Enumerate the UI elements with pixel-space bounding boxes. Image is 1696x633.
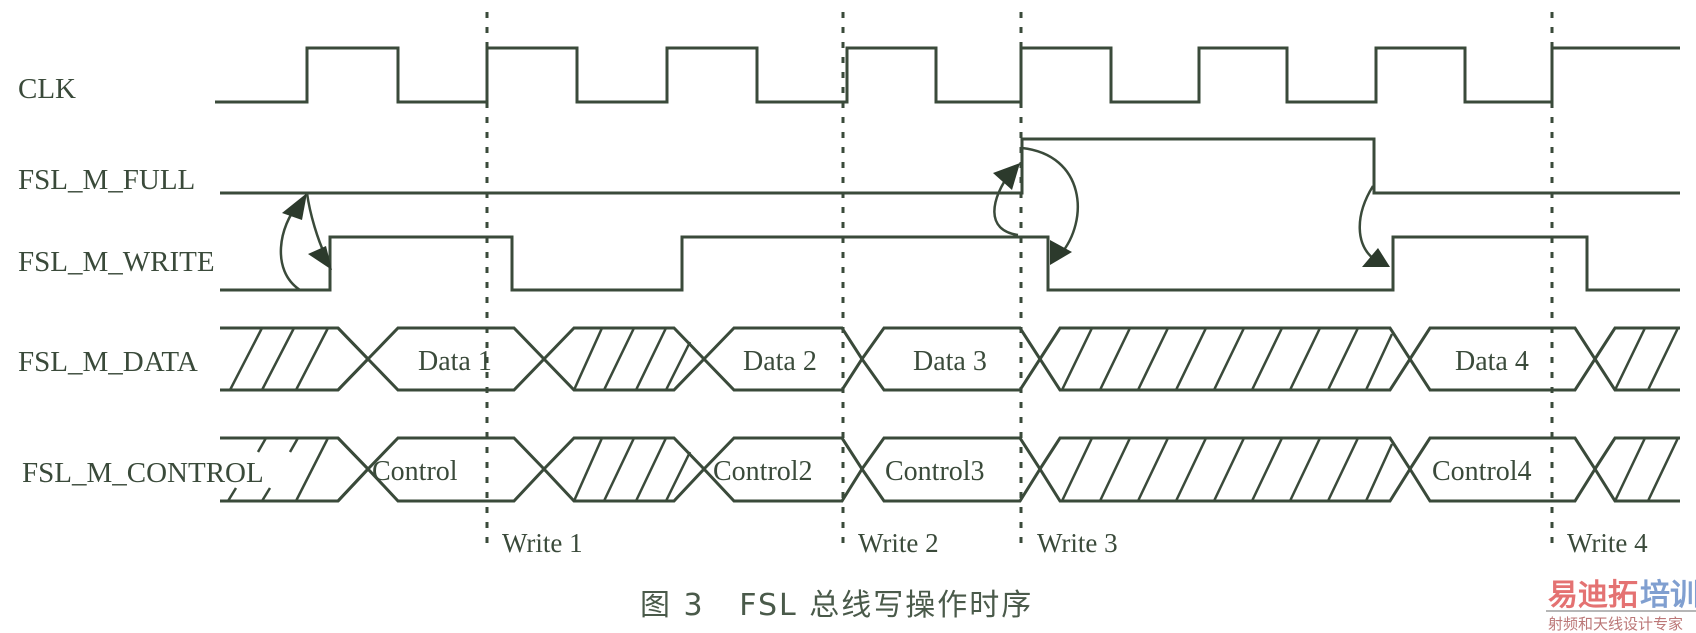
handshake-arrow-3 <box>1358 185 1390 267</box>
arrow-head-up-2 <box>993 163 1020 190</box>
arrow-curve-3 <box>1358 185 1376 261</box>
data-value-1: Data 1 <box>418 346 492 377</box>
data-value-4: Data 4 <box>1455 346 1529 377</box>
control-hatch-3 <box>1613 437 1680 502</box>
control-bus-invalid-3 <box>1593 436 1680 503</box>
data-hatch-1 <box>572 327 692 391</box>
control-value-2: Control2 <box>713 456 813 487</box>
signal-label-control: FSL_M_CONTROL <box>22 457 264 489</box>
data-bus-invalid-3 <box>1593 326 1680 392</box>
write-marker-4: Write 4 <box>1567 528 1648 558</box>
watermark-subtitle: 射频和天线设计专家 <box>1548 615 1683 633</box>
signal-label-data: FSL_M_DATA <box>18 346 198 378</box>
control-x-1 <box>336 436 371 503</box>
signal-label-full: FSL_M_FULL <box>18 164 195 196</box>
data-x-1 <box>336 326 371 392</box>
arrow-head-down-2 <box>1050 240 1072 265</box>
data-hatch-0 <box>228 327 330 391</box>
data-bus-invalid-1 <box>541 326 707 392</box>
control-value-4: Control4 <box>1432 456 1532 487</box>
control-value-1: Control <box>372 456 458 487</box>
data-value-2: Data 2 <box>743 346 817 377</box>
write-marker-3: Write 3 <box>1037 528 1118 558</box>
control-hatch-1 <box>572 437 692 502</box>
write-marker-1: Write 1 <box>502 528 583 558</box>
arrow-curve-down-2 <box>1021 146 1079 256</box>
full-waveform <box>220 137 1680 195</box>
arrow-head-down-1 <box>308 246 332 270</box>
signal-label-write: FSL_M_WRITE <box>18 246 215 278</box>
data-hatch-3 <box>1613 327 1680 391</box>
arrow-head-3 <box>1362 248 1390 267</box>
control-hatch-0 <box>226 437 330 502</box>
control-hatch-2 <box>1060 437 1394 502</box>
figure-caption: 图 3 FSL 总线写操作时序 <box>640 588 1033 623</box>
watermark-title-blue: 培训 <box>1640 578 1696 613</box>
clk-waveform <box>215 46 1680 104</box>
handshake-arrow-1 <box>279 192 332 292</box>
control-bus: Control Control2 Control3 Control4 <box>220 436 1680 503</box>
control-bus-invalid-1 <box>541 436 707 503</box>
data-value-3: Data 3 <box>913 346 987 377</box>
watermark-logo: 易迪拓 培训 射频和天线设计专家 <box>1546 578 1696 633</box>
arrow-head-up-1 <box>282 193 307 220</box>
data-hatch-2 <box>1060 327 1394 391</box>
data-bus: Data 1 Data 2 Data 3 Data 4 <box>220 326 1680 392</box>
arrow-curve-down-1 <box>305 192 327 256</box>
watermark-title-red: 易迪拓 <box>1548 578 1638 613</box>
write-marker-2: Write 2 <box>858 528 939 558</box>
signal-label-clk: CLK <box>18 73 76 105</box>
handshake-arrow-2 <box>993 146 1079 265</box>
write-waveform <box>220 235 1680 292</box>
control-value-3: Control3 <box>885 456 985 487</box>
